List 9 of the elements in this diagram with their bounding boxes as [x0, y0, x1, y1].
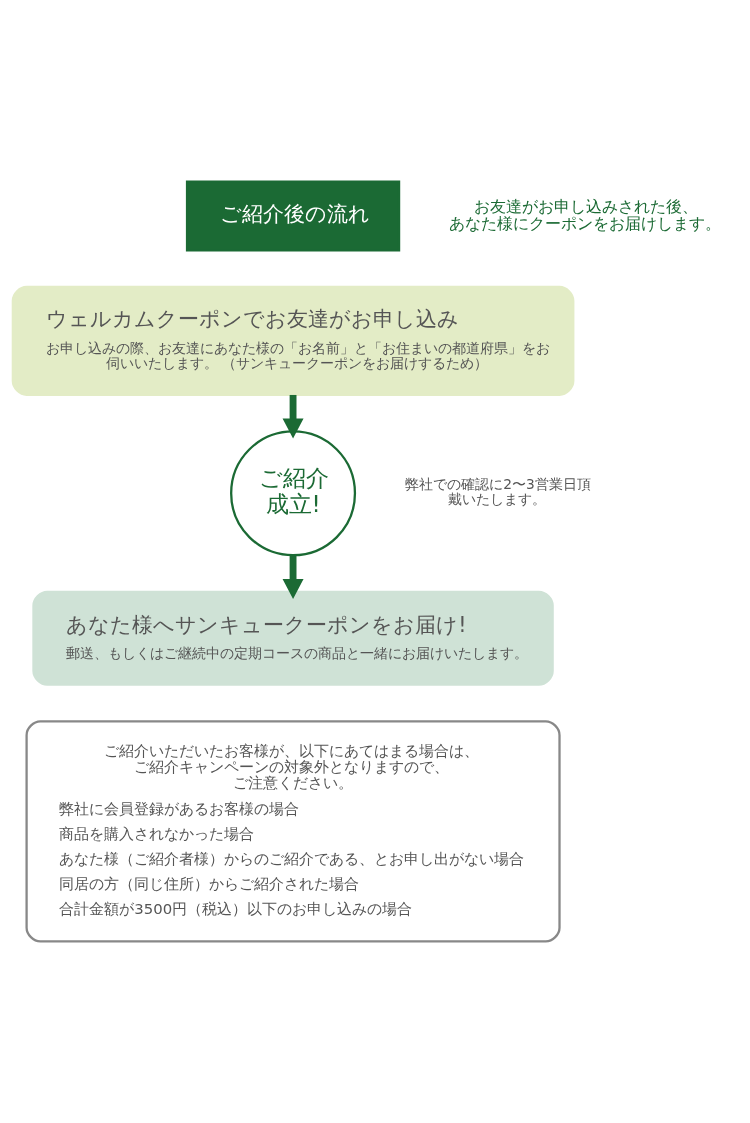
node-box: ご紹介後の流れ [185, 180, 401, 252]
node-circle: ご紹介成立! [230, 430, 357, 557]
arrow [282, 394, 304, 439]
node-box: ウェルカムクーポンでお友達がお申し込み お申し込みの際、お友達にあなた様の「お名前」と「お住まいの都道府県」をお伺いいたします。 （サンキュークーポンをお届けするため） [11, 285, 575, 396]
node-box: あなた様へサンキュークーポンをお届け! 郵送、もしくはご継続中の定期コースの商品と一緒にお届けいたします。 [32, 590, 554, 686]
node-box: ご紹介いただいたお客様が、以下にあてはまる場合は、ご紹介キャンペーンの対象外となりますので、ご注意ください。 弊社に会員登録があるお客様の場合 商品を購入されなかった場合 あなた様（ご紹介者様）からのご紹介である、とお申し出がない場合 同居の方（同じ住所）からご紹介された場合 合計金額が3500円（税込）以下のお申し込みの場合 [25, 720, 561, 943]
label: お友達がお申し込みされた後、あなた様にクーポンをお届けします。 [449, 196, 722, 233]
arrow [282, 555, 304, 599]
node-label: 弊社での確認に2〜3営業日頂戴いたします。 [405, 476, 591, 508]
